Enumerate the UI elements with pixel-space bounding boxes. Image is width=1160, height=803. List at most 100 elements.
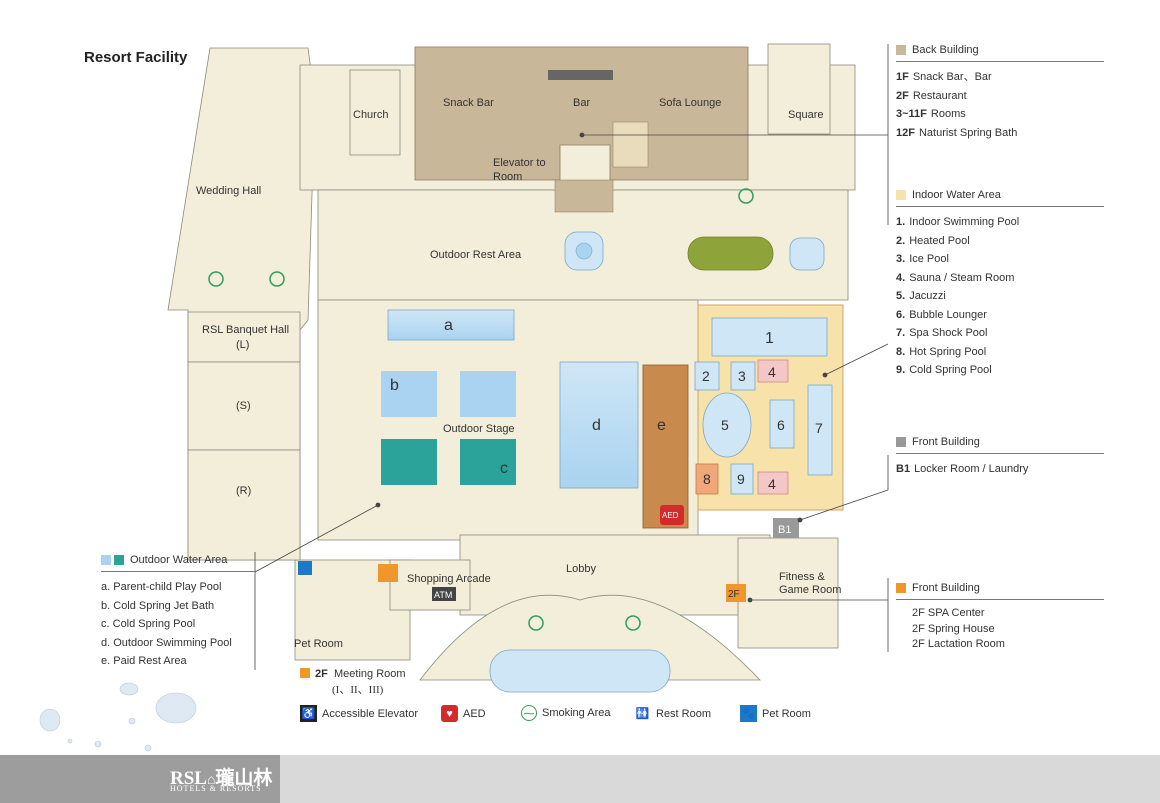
indoor-row-9: 9.Cold Spring Pool <box>896 361 1104 380</box>
water-drops <box>39 682 197 752</box>
back-restroom <box>612 121 649 168</box>
indoor-row-2: 2.Heated Pool <box>896 232 1104 251</box>
pool-2 <box>694 361 720 391</box>
pool-c2 <box>454 433 522 491</box>
label-pool-3: 3 <box>738 368 746 384</box>
front-2f-row-1: 2F SPA Center <box>896 606 1104 622</box>
back-building-swatch <box>896 45 906 55</box>
front-pond <box>489 649 671 693</box>
front-2f-row-2: 2F Spring House <box>896 622 1104 638</box>
label-outdoor-rest-area: Outdoor Rest Area <box>430 249 522 261</box>
indoor-row-5-num: 5. <box>896 290 906 302</box>
label-lobby: Lobby <box>566 563 596 575</box>
outdoor-row-2-key: b. <box>101 599 111 612</box>
label-snack-bar: Snack Bar <box>443 97 494 109</box>
back-row-1-text: Snack Bar、Bar <box>912 71 992 83</box>
pool-3 <box>730 361 756 391</box>
indoor-row-2-text: Heated Pool <box>909 234 970 247</box>
indoor-row-4-num: 4. <box>896 271 906 284</box>
elevator-hall <box>554 179 614 213</box>
panel-indoor-water: Indoor Water Area 1.Indoor Swimming Pool… <box>896 189 1104 380</box>
front-b1-row-1-text: Locker Room / Laundry <box>914 463 1029 475</box>
outdoor-row-3: c. Cold Spring Pool <box>101 615 255 634</box>
back-row-4-text: Naturist Spring Bath <box>918 126 1018 139</box>
pet-room-icon: 🐾 <box>740 705 757 722</box>
outdoor-row-1-text: Parent-child Play Pool <box>113 581 222 593</box>
outdoor-row-1: a. Parent-child Play Pool <box>101 578 255 597</box>
bar-counter <box>548 70 613 80</box>
label-sofa-lounge: Sofa Lounge <box>659 97 721 109</box>
label-aed: AED <box>662 511 679 520</box>
outdoor-row-2-text: Cold Spring Jet Bath <box>113 599 215 612</box>
small-fountain <box>789 237 825 271</box>
outdoor-row-3-key: c. <box>101 618 110 630</box>
brand-logo: RSL⌂瓏山林 <box>170 763 272 790</box>
indoor-row-7-num: 7. <box>896 327 906 339</box>
green-pool <box>687 236 774 271</box>
brand-sub: HOTELS & RESORTS <box>170 784 262 793</box>
atm-marker <box>432 587 456 601</box>
panel-rule <box>896 599 1104 600</box>
panel-front-building-2f: Front Building 2F SPA Center 2F Spring H… <box>896 582 1104 653</box>
indoor-row-2-num: 2. <box>896 234 906 247</box>
panel-rule <box>896 453 1104 454</box>
panel-outdoor-water-head: Outdoor Water Area <box>101 554 255 571</box>
label-pet-room: Pet Room <box>294 638 343 650</box>
map-labels: Church Snack Bar Bar Sofa Lounge Square … <box>196 97 841 696</box>
legend-accessible-elevator: ♿ Accessible Elevator <box>300 705 418 722</box>
label-pool-c: c <box>500 460 508 477</box>
back-row-3-text: Rooms <box>930 108 966 120</box>
label-banquet-hall: RSL Banquet Hall <box>202 324 289 336</box>
panel-back-building-title: Back Building <box>912 44 979 56</box>
shopping-arcade-block <box>389 559 471 611</box>
pool-7 <box>807 384 833 476</box>
label-pool-1: 1 <box>765 330 774 347</box>
indoor-row-6: 6.Bubble Lounger <box>896 306 1104 325</box>
indoor-row-3-num: 3. <box>896 253 906 265</box>
indoor-row-6-num: 6. <box>896 308 906 321</box>
label-wedding-hall: Wedding Hall <box>196 185 261 197</box>
aed-icon: ♥ <box>441 705 458 722</box>
pool-a <box>387 309 515 341</box>
front-b1-row-1-floor: B1 <box>896 463 911 475</box>
indoor-row-7-text: Spa Shock Pool <box>909 327 988 339</box>
pool-c <box>375 433 443 491</box>
label-shopping-arcade: Shopping Arcade <box>407 573 491 585</box>
brand-chinese: 瓏山林 <box>215 768 273 789</box>
legend-rest-room: 🚻 Rest Room <box>634 705 711 722</box>
banquet-hall-r <box>187 449 301 561</box>
back-row-1-floor: 1F <box>896 71 909 83</box>
indoor-row-5-text: Jacuzzi <box>909 290 946 302</box>
banquet-hall-l <box>187 311 301 363</box>
front-2f-row-1-floor: 2F <box>912 607 925 619</box>
indoor-row-9-num: 9. <box>896 364 906 376</box>
indoor-row-8-num: 8. <box>896 345 906 358</box>
front-2f-row-1-text: SPA Center <box>927 607 985 619</box>
outdoor-water-swatch-dark <box>114 555 124 565</box>
panel-rule <box>896 61 1104 62</box>
indoor-row-5: 5.Jacuzzi <box>896 287 1104 306</box>
banquet-hall-s <box>187 361 301 451</box>
label-pool-5: 5 <box>721 417 729 433</box>
label-fitness: Fitness & <box>779 571 826 583</box>
label-banquet-s: (S) <box>236 400 251 412</box>
label-pool-a: a <box>444 317 453 334</box>
outdoor-row-4-text: Outdoor Swimming Pool <box>113 636 232 649</box>
pool-9 <box>730 463 754 495</box>
accessible-marker <box>378 564 398 582</box>
label-meeting-room: Meeting Room <box>334 668 406 680</box>
panel-outdoor-water: Outdoor Water Area a. Parent-child Play … <box>101 554 255 671</box>
outdoor-row-5: e. Paid Rest Area <box>101 652 255 671</box>
back-row-4-floor: 12F <box>896 126 915 139</box>
panel-rule <box>101 571 255 572</box>
smoking-area-icon: ⁓ <box>521 705 537 721</box>
label-pool-7: 7 <box>815 420 823 436</box>
panel-outdoor-water-title: Outdoor Water Area <box>130 554 228 566</box>
label-bar: Bar <box>573 97 590 109</box>
front-2f-row-2-floor: 2F <box>912 622 925 635</box>
indoor-row-8: 8.Hot Spring Pool <box>896 343 1104 362</box>
legend-accessible-elevator-label: Accessible Elevator <box>322 707 418 720</box>
